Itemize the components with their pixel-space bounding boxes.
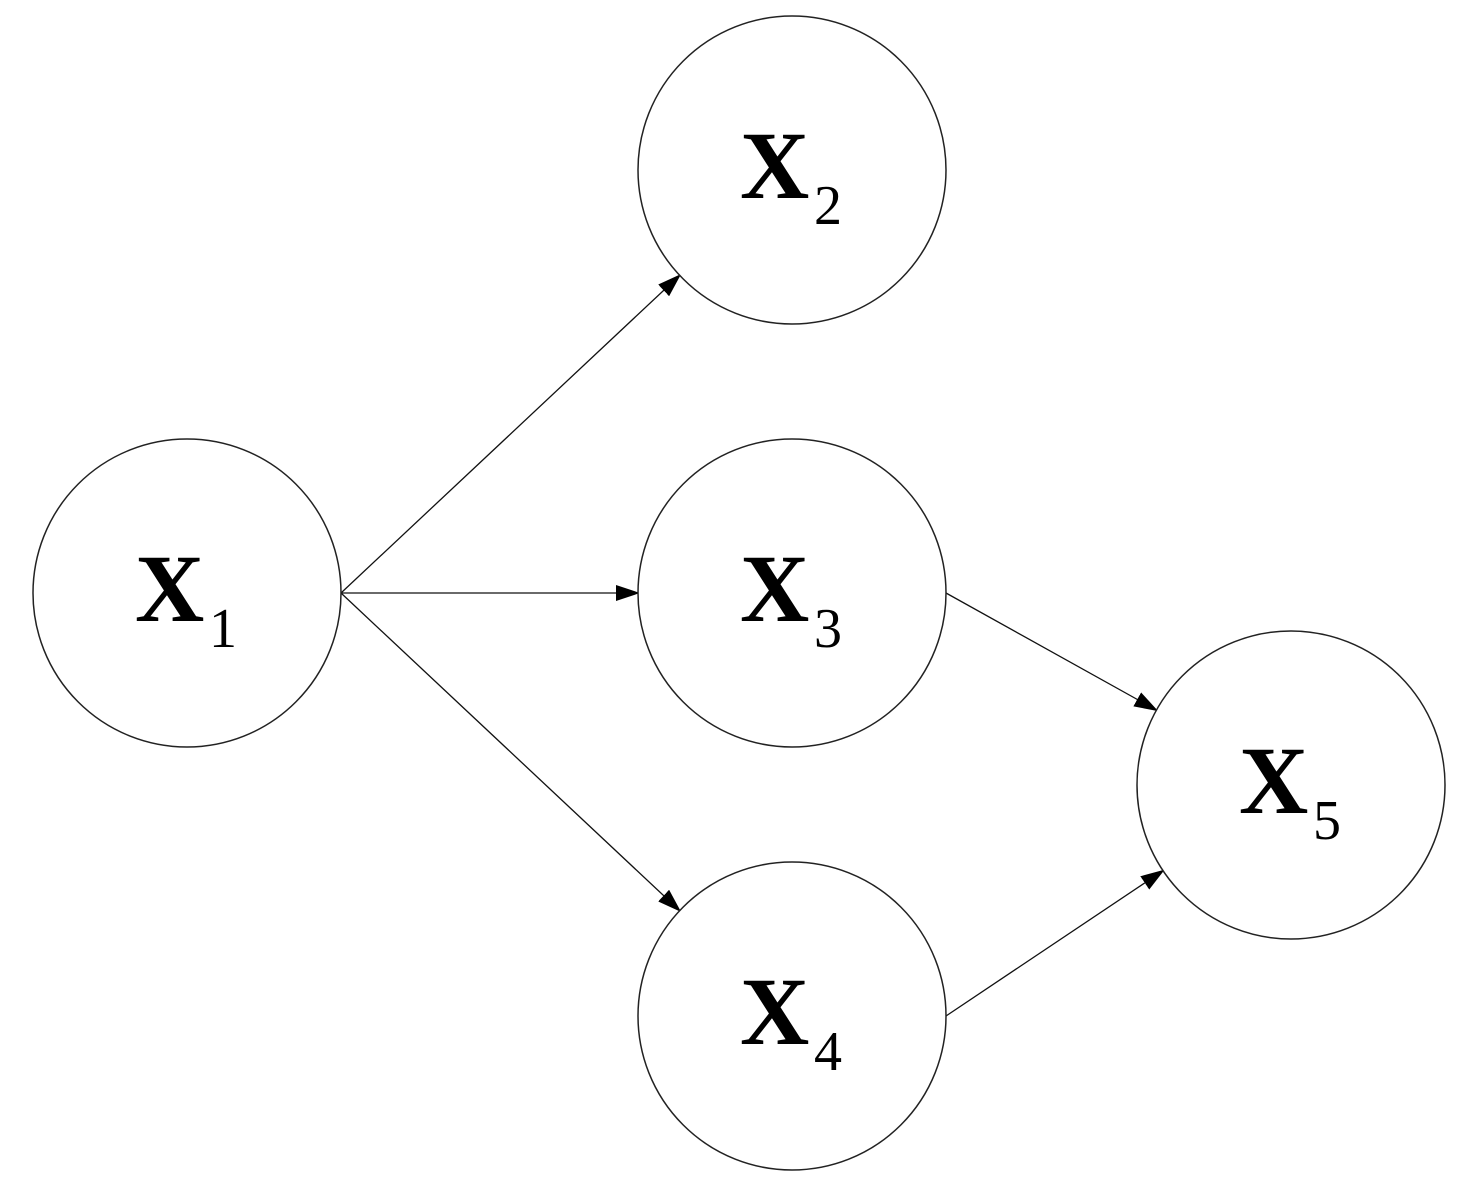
edge-x3-x5 <box>945 592 1159 712</box>
edge-x1-x2 <box>340 273 682 594</box>
node-circle <box>637 15 947 325</box>
node-circle <box>32 438 342 748</box>
node-circle <box>637 438 947 748</box>
node-subscript: 4 <box>814 1021 842 1083</box>
node-subscript: 3 <box>814 598 842 660</box>
node-circle <box>1136 630 1446 940</box>
node-label: X <box>1239 727 1308 834</box>
node-label: X <box>135 535 204 642</box>
edge-x1-x4 <box>340 592 682 913</box>
node-label: X <box>740 958 809 1065</box>
node-circle <box>637 861 947 1171</box>
node-subscript: 1 <box>209 598 237 660</box>
node-label: X <box>740 535 809 642</box>
node-subscript: 5 <box>1313 790 1341 852</box>
node-label: X <box>740 112 809 219</box>
edge-x4-x5 <box>945 869 1165 1017</box>
node-subscript: 2 <box>814 175 842 237</box>
